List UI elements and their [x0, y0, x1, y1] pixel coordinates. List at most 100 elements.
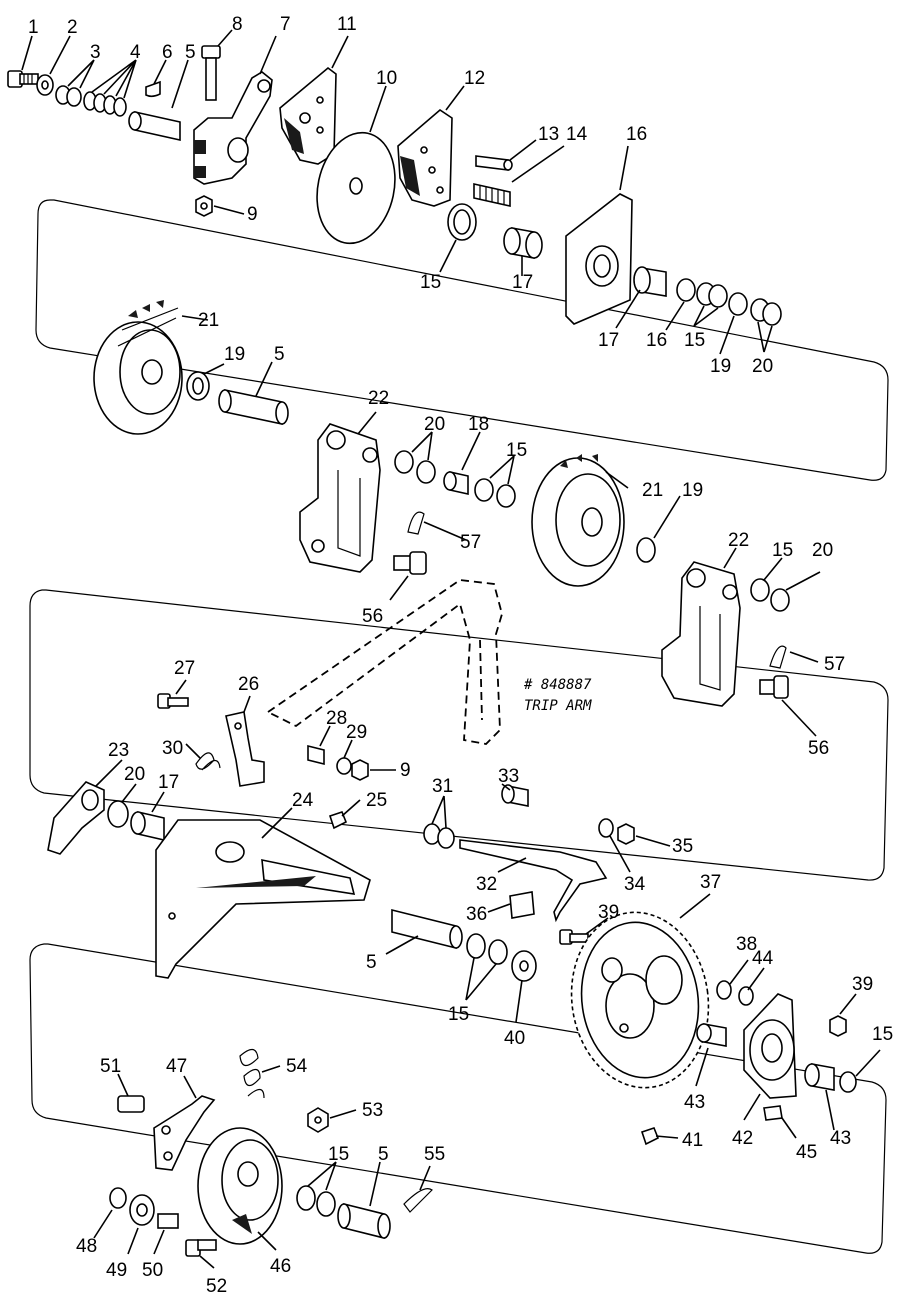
label-3: 3 [90, 42, 101, 63]
part-42-hub [743, 993, 797, 1099]
label-44: 44 [752, 948, 774, 969]
label-57a: 57 [460, 532, 481, 553]
part-22-lever-right [661, 561, 741, 707]
label-20c: 20 [812, 540, 833, 561]
label-15e: 15 [448, 1004, 469, 1025]
trip-arm-number: # 848887 [523, 677, 592, 693]
label-32: 32 [476, 874, 497, 895]
label-15a: 15 [420, 272, 441, 293]
label-7: 7 [280, 14, 291, 35]
label-14: 14 [566, 124, 588, 145]
label-33: 33 [498, 766, 519, 787]
label-4: 4 [130, 42, 141, 63]
label-5b: 5 [274, 344, 285, 365]
part-12-cam [397, 108, 453, 207]
label-51: 51 [100, 1056, 121, 1077]
label-8: 8 [232, 14, 243, 35]
part-21-cam-wheel [93, 300, 183, 435]
label-15c: 15 [506, 440, 527, 461]
part-37-gear [570, 911, 710, 1089]
trip-arm-description: TRIP ARM [524, 698, 592, 714]
label-2: 2 [67, 17, 78, 38]
label-16b: 16 [646, 330, 667, 351]
label-20d: 20 [124, 764, 145, 785]
label-49: 49 [106, 1260, 127, 1281]
part-24-frame [155, 819, 371, 979]
part-13-14 [473, 155, 513, 207]
label-29: 29 [346, 722, 367, 743]
label-23: 23 [108, 740, 129, 761]
label-17a: 17 [512, 272, 533, 293]
label-20a: 20 [752, 356, 773, 377]
label-35: 35 [672, 836, 693, 857]
part-11-bracket [279, 66, 337, 165]
label-34: 34 [624, 874, 646, 895]
label-38: 38 [736, 934, 757, 955]
label-41: 41 [682, 1130, 703, 1151]
label-24: 24 [292, 790, 314, 811]
label-36: 36 [466, 904, 487, 925]
label-12: 12 [464, 68, 485, 89]
label-9a: 9 [247, 204, 258, 225]
label-37: 37 [700, 872, 721, 893]
label-5c: 5 [366, 952, 377, 973]
label-22b: 22 [728, 530, 749, 551]
label-39b: 39 [852, 974, 873, 995]
part-labels: 1 2 3 4 6 5 8 7 11 9 10 12 13 14 16 15 1… [28, 14, 893, 1297]
label-45: 45 [796, 1142, 817, 1163]
label-46: 46 [270, 1256, 291, 1277]
part-16-plate [565, 193, 633, 325]
label-25: 25 [366, 790, 387, 811]
label-43b: 43 [830, 1128, 851, 1149]
label-15d: 15 [772, 540, 793, 561]
label-19c: 19 [682, 480, 703, 501]
label-42: 42 [732, 1128, 753, 1149]
label-54: 54 [286, 1056, 308, 1077]
panel-frames [29, 199, 889, 1254]
label-57b: 57 [824, 654, 845, 675]
part-22-lever [299, 423, 381, 573]
label-17c: 17 [158, 772, 179, 793]
label-17b: 17 [598, 330, 619, 351]
label-15b: 15 [684, 330, 705, 351]
label-11: 11 [337, 14, 357, 35]
label-15f: 15 [872, 1024, 893, 1045]
label-43a: 43 [684, 1092, 705, 1113]
label-26: 26 [238, 674, 259, 695]
label-19b: 19 [224, 344, 245, 365]
label-18: 18 [468, 414, 489, 435]
label-53: 53 [362, 1100, 383, 1121]
label-6: 6 [162, 42, 173, 63]
label-10: 10 [376, 68, 397, 89]
part-46-plate [197, 1127, 283, 1245]
label-1: 1 [28, 17, 39, 38]
part-1-bolt [7, 70, 39, 88]
part-10-disc [316, 131, 396, 245]
label-15g: 15 [328, 1144, 349, 1165]
label-21a: 21 [198, 310, 219, 331]
label-47: 47 [166, 1056, 187, 1077]
label-39a: 39 [598, 902, 619, 923]
label-40: 40 [504, 1028, 525, 1049]
part-7-arm [193, 71, 273, 185]
label-52: 52 [206, 1276, 227, 1297]
label-19a: 19 [710, 356, 731, 377]
label-13: 13 [538, 124, 559, 145]
label-9b: 9 [400, 760, 411, 781]
top-right-hardware [633, 266, 782, 326]
label-55: 55 [424, 1144, 445, 1165]
label-5a: 5 [185, 42, 196, 63]
trip-arm-outline [266, 579, 503, 745]
label-50: 50 [142, 1260, 163, 1281]
label-56a: 56 [362, 606, 383, 627]
label-21b: 21 [642, 480, 663, 501]
label-27: 27 [174, 658, 195, 679]
part-21-cam-wheel-right [531, 454, 625, 587]
label-30: 30 [162, 738, 183, 759]
label-31: 31 [432, 776, 453, 797]
label-48: 48 [76, 1236, 97, 1257]
top-hardware [7, 45, 221, 217]
label-22a: 22 [368, 388, 389, 409]
label-16a: 16 [626, 124, 647, 145]
